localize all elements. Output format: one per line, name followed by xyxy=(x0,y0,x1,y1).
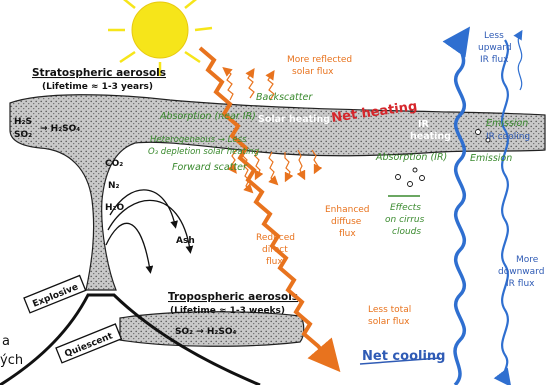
ir-cooling-label: IR cooling xyxy=(486,132,530,142)
tropo-reaction-label: SO₂ → H₂SO₄ xyxy=(175,327,236,337)
less-total-label-2: solar flux xyxy=(368,317,410,327)
h2s-label: H₂S xyxy=(14,117,32,127)
enhanced-diffuse-label-2: diffuse xyxy=(331,217,362,227)
h2o-label: H₂O xyxy=(105,203,124,213)
less-upward-label-2: upward xyxy=(478,43,512,53)
less-total-label-1: Less total xyxy=(368,305,411,315)
less-upward-label-3: IR flux xyxy=(480,55,509,65)
upward-ir-arrow xyxy=(455,38,464,385)
ir-heating-label-2: heating xyxy=(410,131,451,142)
tropospheric-title: Tropospheric aerosols xyxy=(168,291,298,303)
absorption-ir-label: Absorption (IR) xyxy=(375,152,447,163)
explosive-box: Explosive xyxy=(24,276,86,313)
more-downward-label-2: downward xyxy=(498,267,544,277)
absorption-near-ir-label: Absorption (near IR) xyxy=(159,111,256,122)
forward-scatter-label: Forward scatter xyxy=(172,162,248,173)
ash-label: Ash xyxy=(176,236,195,246)
solar-heating-label: Solar heating xyxy=(258,114,330,125)
reduced-direct-label-3: flux xyxy=(266,257,283,267)
downward-ir-arrow xyxy=(502,40,508,380)
so2-strat-label: SO₂ xyxy=(14,130,32,140)
reduced-direct-label-2: direct xyxy=(262,245,288,255)
more-reflected-label-2: solar flux xyxy=(292,67,334,77)
backscatter-label: Backscatter xyxy=(256,92,313,103)
tropospheric-lifetime: (Lifetime ≈ 1-3 weeks) xyxy=(170,306,285,316)
heterogeneous-label-1: Heterogeneous → Less xyxy=(150,135,247,145)
stratospheric-title: Stratospheric aerosols xyxy=(32,67,166,79)
n2-label: N₂ xyxy=(108,181,120,191)
net-cooling-label: Net cooling xyxy=(362,349,445,364)
stratospheric-lifetime: (Lifetime ≈ 1-3 years) xyxy=(42,82,153,92)
co2-label: CO₂ xyxy=(105,159,123,169)
more-reflected-label-1: More reflected xyxy=(287,55,352,65)
edge-text-2: ých xyxy=(0,353,23,368)
more-downward-label-3: IR flux xyxy=(506,279,535,289)
less-upward-ir-arrow xyxy=(518,34,521,90)
more-downward-label-1: More xyxy=(516,255,539,265)
reduced-direct-label-1: Reduced xyxy=(256,233,295,243)
effects-cirrus-label-3: clouds xyxy=(392,227,421,237)
effects-cirrus-label-1: Effects xyxy=(390,203,421,213)
sun-icon xyxy=(108,0,212,76)
emission-right-label: Emission xyxy=(470,153,512,164)
less-upward-label-1: Less xyxy=(484,31,504,41)
enhanced-diffuse-label-3: flux xyxy=(339,229,356,239)
h2so4-strat-label: → H₂SO₄ xyxy=(40,124,80,134)
heterogeneous-label-2: O₃ depletion solar heating xyxy=(148,147,260,157)
enhanced-diffuse-label-1: Enhanced xyxy=(325,205,370,215)
edge-text-1: a xyxy=(2,334,10,349)
emission-top-label: Emission xyxy=(486,118,528,129)
ir-heating-label-1: IR xyxy=(418,119,430,130)
ash-trajectories xyxy=(106,190,190,270)
effects-cirrus-label-2: on cirrus xyxy=(385,215,425,225)
